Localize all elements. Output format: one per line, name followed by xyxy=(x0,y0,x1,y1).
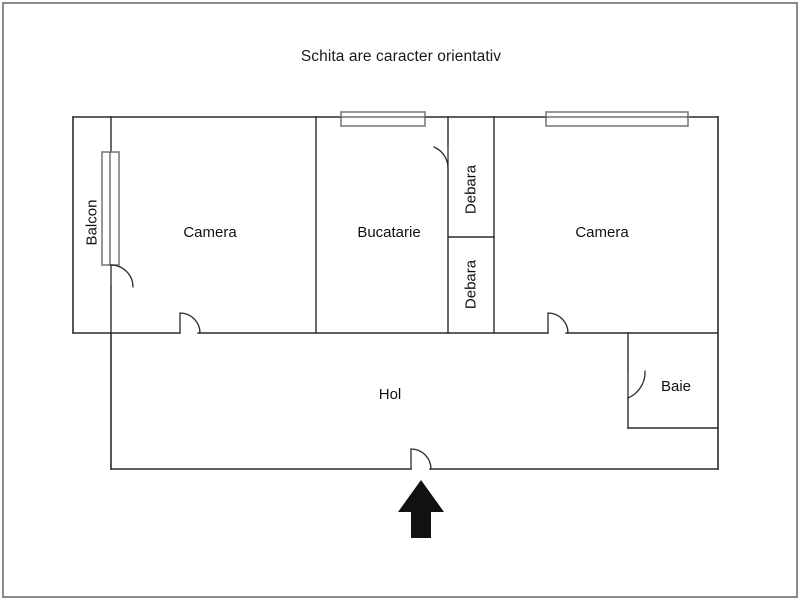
room-label-camera-right: Camera xyxy=(575,224,629,241)
window-camera-right xyxy=(545,111,689,127)
exterior-walls xyxy=(72,116,719,470)
page-title: Schita are caracter orientativ xyxy=(300,48,502,65)
room-label-debara-top: Debara xyxy=(462,164,480,215)
room-label-bucatarie: Bucatarie xyxy=(357,224,421,241)
arrow-up-shape xyxy=(398,480,444,538)
windows xyxy=(101,111,689,266)
door-balcony xyxy=(110,264,134,288)
room-label-balcon: Balcon xyxy=(83,199,101,246)
door-baie xyxy=(627,369,646,399)
door-entrance xyxy=(410,448,432,470)
entrance-arrow-icon xyxy=(398,480,444,538)
room-label-baie: Baie xyxy=(660,378,692,395)
door-camera-right xyxy=(547,312,569,334)
door-camera-left xyxy=(179,312,201,334)
room-label-debara-bottom: Debara xyxy=(462,259,480,310)
window-bucatarie xyxy=(340,111,426,127)
doors xyxy=(110,144,646,470)
room-label-hol: Hol xyxy=(378,386,402,403)
room-label-camera-left: Camera xyxy=(183,224,237,241)
interior-walls xyxy=(110,116,719,429)
door-debara-top xyxy=(433,144,449,169)
